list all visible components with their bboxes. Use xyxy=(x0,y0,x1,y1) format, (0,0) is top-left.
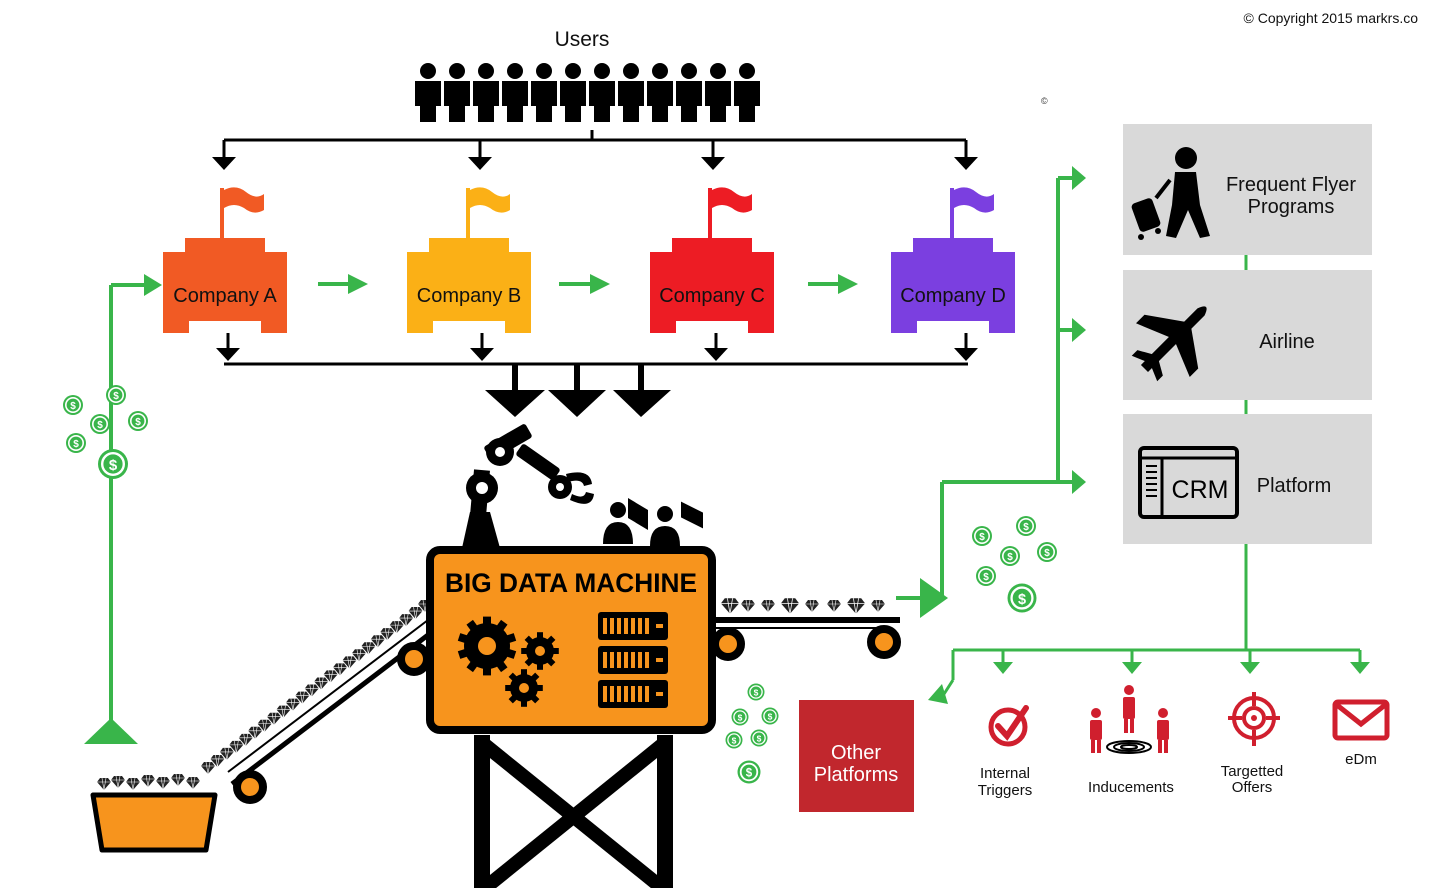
big-data-machine: BIG DATA MACHINE xyxy=(426,546,716,734)
revenue-return-arrow xyxy=(84,274,162,744)
flag-icon xyxy=(220,187,264,240)
company-building-icon xyxy=(407,238,531,333)
panel-airline: Airline xyxy=(1123,270,1372,400)
other-platforms-line1: Other xyxy=(831,742,881,764)
output-edm-label: eDm xyxy=(1345,751,1377,768)
panel-crm-label: Platform xyxy=(1257,475,1331,497)
gears-icon xyxy=(457,616,559,707)
server-rack-icon xyxy=(598,612,668,708)
small-copyright-mark: © xyxy=(1041,96,1048,106)
flag-icon xyxy=(708,187,752,240)
check-icon xyxy=(988,705,1029,747)
raw-data-bin xyxy=(90,773,218,853)
money-coins-left xyxy=(62,384,149,481)
users-distribution-arrows xyxy=(212,130,978,170)
panel-crm-platform: CRM Platform xyxy=(1123,414,1372,544)
airplane-icon xyxy=(1131,306,1207,382)
crm-icon: CRM xyxy=(1138,446,1239,519)
company-collection-arrows xyxy=(216,333,978,417)
company-building-icon xyxy=(163,238,287,333)
company-1: Company A xyxy=(163,187,287,333)
robot-arm-icon xyxy=(462,424,594,548)
flag-icon xyxy=(950,187,994,240)
company-2: Company B xyxy=(407,187,531,333)
company-3: Company C xyxy=(650,187,774,333)
panel-frequent-flyer-line2: Programs xyxy=(1248,196,1335,218)
users-crowd-icon xyxy=(415,63,760,122)
other-platforms-box: Other Platforms xyxy=(799,700,914,812)
target-icon xyxy=(1228,692,1280,746)
company-label: Company B xyxy=(417,285,522,307)
output-distribution-arrows xyxy=(928,648,1370,704)
copyright-notice: © Copyright 2015 markrs.co xyxy=(1243,10,1419,26)
mail-icon xyxy=(1332,699,1390,741)
panel-airline-label: Airline xyxy=(1259,331,1315,353)
output-targetted-offers-line1: Targetted xyxy=(1221,763,1284,780)
users-label: Users xyxy=(555,28,610,51)
flag-icon xyxy=(466,187,510,240)
traveler-icon xyxy=(1131,147,1210,240)
output-flow-arrow xyxy=(896,166,1086,618)
input-conveyor xyxy=(200,599,434,804)
output-conveyor xyxy=(711,597,901,661)
output-internal-triggers-line2: Triggers xyxy=(978,782,1032,799)
company-label: Company C xyxy=(659,285,765,307)
output-targetted-offers-line2: Offers xyxy=(1232,779,1273,796)
other-platforms-line2: Platforms xyxy=(814,764,898,786)
output-inducements: Inducements xyxy=(1088,685,1174,796)
panel-frequent-flyer: Frequent Flyer Programs xyxy=(1123,124,1372,255)
money-coins-bottom xyxy=(724,682,780,785)
company-building-icon xyxy=(891,238,1015,333)
company-label: Company D xyxy=(900,285,1006,307)
people-stage-icon xyxy=(1090,685,1169,754)
company-flow-arrows xyxy=(318,274,858,294)
output-edm: eDm xyxy=(1332,699,1390,768)
money-coins-right xyxy=(971,515,1058,614)
company-label: Company A xyxy=(173,285,277,307)
output-inducements-label: Inducements xyxy=(1088,779,1174,796)
company-building-icon xyxy=(650,238,774,333)
company-4: Company D xyxy=(891,187,1015,333)
output-targetted-offers: Targetted Offers xyxy=(1221,692,1284,796)
machine-title: BIG DATA MACHINE xyxy=(445,568,697,598)
crm-icon-text: CRM xyxy=(1172,476,1229,504)
machine-support-tower xyxy=(474,735,673,888)
output-internal-triggers-line1: Internal xyxy=(980,765,1030,782)
panel-frequent-flyer-line1: Frequent Flyer xyxy=(1226,174,1356,196)
output-internal-triggers: Internal Triggers xyxy=(978,705,1032,799)
operators-icon xyxy=(603,498,705,546)
data-pile xyxy=(96,773,201,791)
